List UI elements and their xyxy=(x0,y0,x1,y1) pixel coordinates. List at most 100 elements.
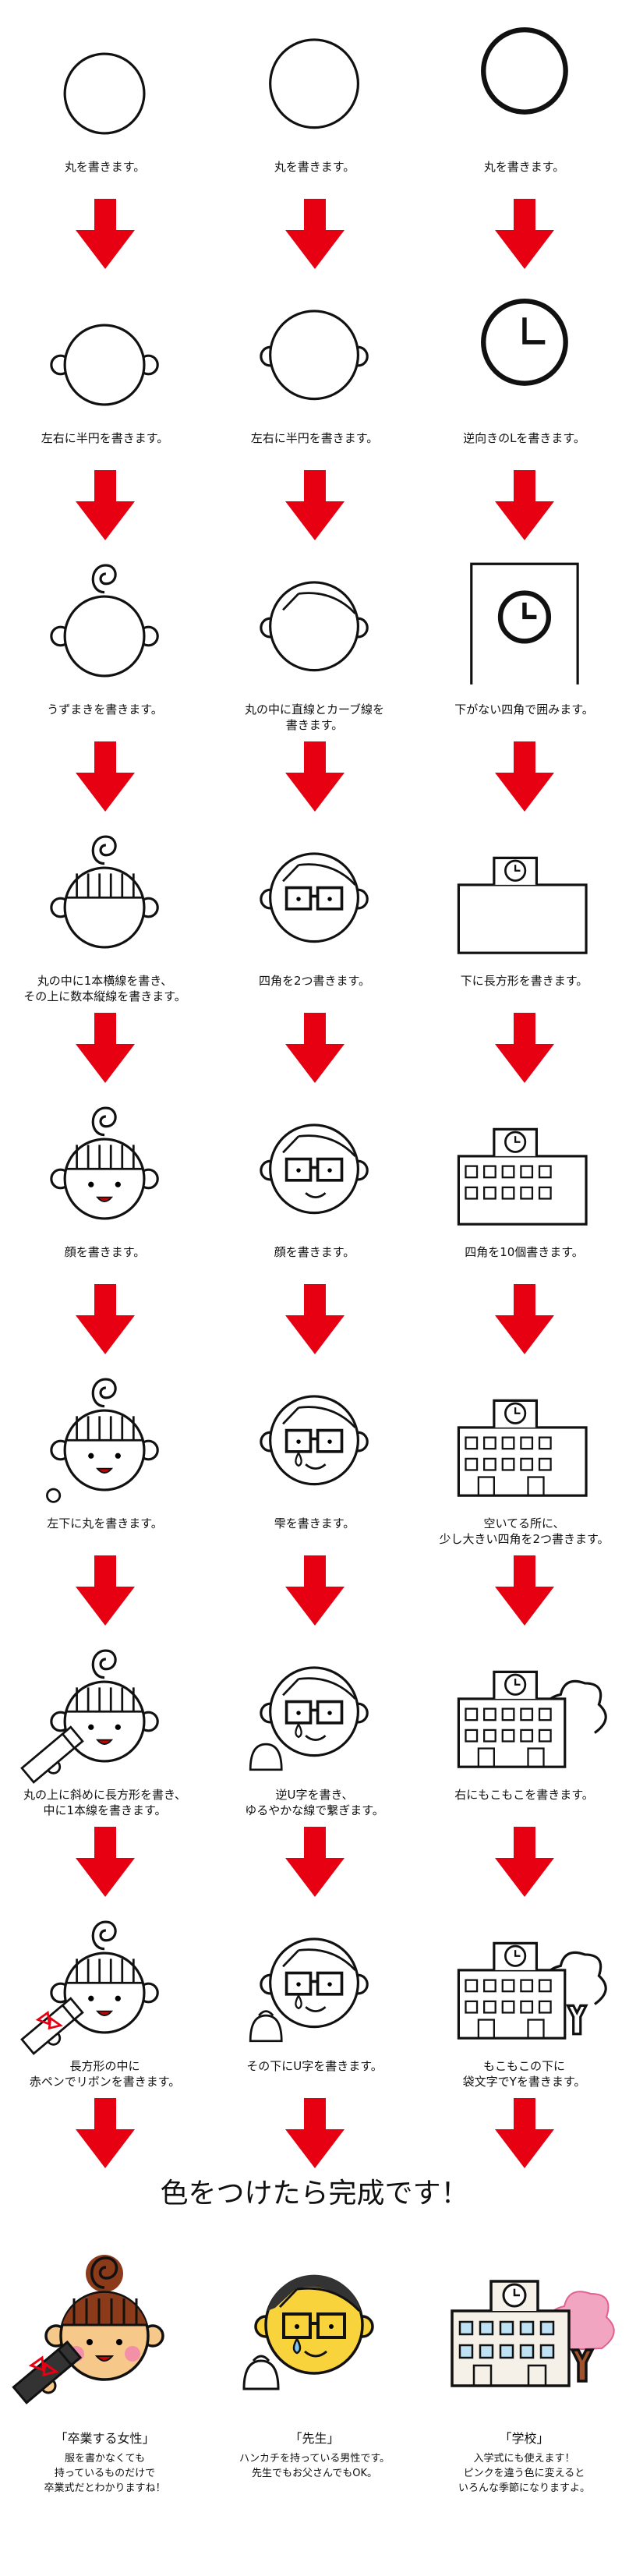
step-cell: その下にU字を書きます。 xyxy=(210,1899,419,2096)
step-cell: 四角を10個書きます。 xyxy=(419,1085,629,1282)
step-caption: 左右に半円を書きます。 xyxy=(250,431,379,445)
teacher-sketch xyxy=(260,1395,369,1486)
final-arrows xyxy=(0,2096,629,2171)
step-caption: 丸を書きます。 xyxy=(483,160,565,174)
teacher-sketch xyxy=(260,1123,369,1215)
teacher-sketch xyxy=(249,1937,369,2043)
step-row-4: 丸の中に1本横線を書き、 その上に数本縦線を書きます。 四角を2つ書きます。 下に長… xyxy=(0,814,629,1010)
step-caption: 丸を書きます。 xyxy=(274,160,355,174)
step-cell: 丸を書きます。 xyxy=(0,0,210,196)
final-title: 色をつけたら完成です！ xyxy=(160,2178,469,2210)
final-item: 「学校」入学式にも使えます！ ピンクを違う色に変えると いろんな季節になりますよ… xyxy=(419,2217,629,2496)
step-row-2: 左右に半円を書きます。 左右に半円を書きます。 逆向きのLを書きます。 xyxy=(0,271,629,468)
school-sketch xyxy=(457,856,588,954)
down-arrow-icon xyxy=(0,468,210,543)
down-arrow-icon xyxy=(0,1553,210,1628)
graduate-woman-sketch xyxy=(50,1106,159,1220)
step-caption: 右にもこもこを書きます。 xyxy=(454,1788,594,1802)
step-cell: 左右に半円を書きます。 xyxy=(210,271,419,468)
final-item-name: 「卒業する女性」 xyxy=(55,2431,155,2446)
school-sketch xyxy=(457,1941,607,2040)
school-colored-illustration xyxy=(451,2280,615,2387)
teacher-sketch xyxy=(249,1666,369,1771)
step-cell: 左右に半円を書きます。 xyxy=(0,271,210,468)
graduate-woman-sketch xyxy=(50,835,159,949)
step-cell: 下がない四角で囲みます。 xyxy=(419,543,629,739)
step-caption: 丸を書きます。 xyxy=(64,160,146,174)
step-cell: 左下に丸を書きます。 xyxy=(0,1357,210,1553)
step-caption: 空いてる所に、 少し大きい四角を2つ書きます。 xyxy=(439,1516,610,1546)
step-cell: 顔を書きます。 xyxy=(0,1085,210,1282)
down-arrow-icon xyxy=(0,2096,210,2171)
graduate-woman-sketch xyxy=(20,1649,159,1784)
step-cell: 丸の上に斜めに長方形を書き、 中に1本線を書きます。 xyxy=(0,1628,210,1824)
down-arrow-icon xyxy=(210,739,419,814)
graduate-woman-sketch xyxy=(50,564,159,678)
down-arrow-icon xyxy=(0,1282,210,1357)
step-row-3: うずまきを書きます。丸の中に直線とカーブ線を 書きます。下がない四角で囲みます。 xyxy=(0,543,629,739)
tutorial-steps: 丸を書きます。丸を書きます。丸を書きます。左右に半円を書きます。左右に半円を書き… xyxy=(0,0,629,2096)
school-sketch xyxy=(457,1670,607,1768)
step-cell: もこもこの下に 袋文字でYを書きます。 xyxy=(419,1899,629,2096)
school-sketch xyxy=(457,1127,588,1226)
arrow-row xyxy=(0,468,629,543)
step-caption: 左下に丸を書きます。 xyxy=(47,1516,163,1530)
step-cell: 雫を書きます。 xyxy=(210,1357,419,1553)
step-row-8: 長方形の中に 赤ペンでリボンを書きます。その下にU字を書きます。もこもこの下に … xyxy=(0,1899,629,2096)
step-cell: 丸を書きます。 xyxy=(210,0,419,196)
step-cell: 下に長方形を書きます。 xyxy=(419,814,629,1010)
down-arrow-icon xyxy=(419,1010,629,1085)
step-cell: 右にもこもこを書きます。 xyxy=(419,1628,629,1824)
step-cell: 逆向きのLを書きます。 xyxy=(419,271,629,468)
arrow-row xyxy=(0,196,629,271)
step-caption: 四角を10個書きます。 xyxy=(465,1245,584,1259)
step-caption: 顔を書きます。 xyxy=(274,1245,355,1259)
down-arrow-icon xyxy=(210,1010,419,1085)
down-arrow-icon xyxy=(210,1553,419,1628)
arrow-row xyxy=(0,1010,629,1085)
down-arrow-icon xyxy=(419,1553,629,1628)
step-cell: 丸の中に1本横線を書き、 その上に数本縦線を書きます。 xyxy=(0,814,210,1010)
step-row-1: 丸を書きます。 丸を書きます。 丸を書きます。 xyxy=(0,0,629,196)
arrow-row xyxy=(0,739,629,814)
teacher-sketch xyxy=(260,581,369,672)
graduate-woman-sketch xyxy=(20,1920,159,2055)
step-caption: 四角を2つ書きます。 xyxy=(258,974,371,988)
teacher-sketch xyxy=(260,852,369,943)
final-item: 「卒業する女性」服を書かなくても 持っているものだけで 卒業式だとわかりますね！ xyxy=(0,2217,210,2496)
final-item-description: 服を書かなくても 持っているものだけで 卒業式だとわかりますね！ xyxy=(44,2453,166,2494)
step-caption: 下に長方形を書きます。 xyxy=(460,974,588,988)
down-arrow-icon xyxy=(210,1282,419,1357)
school-sketch xyxy=(481,27,568,115)
final-item-name: 「先生」 xyxy=(289,2431,340,2446)
arrow-row xyxy=(0,1282,629,1357)
down-arrow-icon xyxy=(419,2096,629,2171)
down-arrow-icon xyxy=(419,1282,629,1357)
teacher-sketch xyxy=(260,310,369,401)
down-arrow-icon xyxy=(0,196,210,271)
step-cell: 空いてる所に、 少し大きい四角を2つ書きます。 xyxy=(419,1357,629,1553)
step-caption: 丸の中に1本横線を書き、 その上に数本縦線を書きます。 xyxy=(23,974,186,1003)
step-cell: 丸を書きます。 xyxy=(419,0,629,196)
step-caption: もこもこの下に 袋文字でYを書きます。 xyxy=(462,2059,586,2089)
down-arrow-icon xyxy=(0,1824,210,1899)
final-item-description: ハンカチを持っている男性です。 先生でもお父さんでもOK。 xyxy=(239,2453,390,2479)
step-caption: 長方形の中に 赤ペンでリボンを書きます。 xyxy=(29,2059,181,2089)
step-caption: 左右に半円を書きます。 xyxy=(41,431,169,445)
step-cell: 四角を2つ書きます。 xyxy=(210,814,419,1010)
step-cell: 長方形の中に 赤ペンでリボンを書きます。 xyxy=(0,1899,210,2096)
final-item-name: 「学校」 xyxy=(499,2431,549,2446)
step-caption: 丸の中に直線とカーブ線を 書きます。 xyxy=(244,702,385,732)
teacher-colored-illustration xyxy=(242,2274,374,2390)
step-caption: 顔を書きます。 xyxy=(64,1245,146,1259)
down-arrow-icon xyxy=(419,739,629,814)
final-row: 「卒業する女性」服を書かなくても 持っているものだけで 卒業式だとわかりますね！… xyxy=(0,2217,629,2496)
step-caption: 丸の上に斜めに長方形を書き、 中に1本線を書きます。 xyxy=(23,1788,186,1817)
graduate-woman-sketch xyxy=(50,324,159,406)
step-caption: 下がない四角で囲みます。 xyxy=(454,702,594,717)
graduate-woman-sketch xyxy=(46,1378,159,1503)
down-arrow-icon xyxy=(419,1824,629,1899)
step-cell: 丸の中に直線とカーブ線を 書きます。 xyxy=(210,543,419,739)
step-row-5: 顔を書きます。 顔を書きます。 四角を10個書きます。 xyxy=(0,1085,629,1282)
down-arrow-icon xyxy=(419,468,629,543)
